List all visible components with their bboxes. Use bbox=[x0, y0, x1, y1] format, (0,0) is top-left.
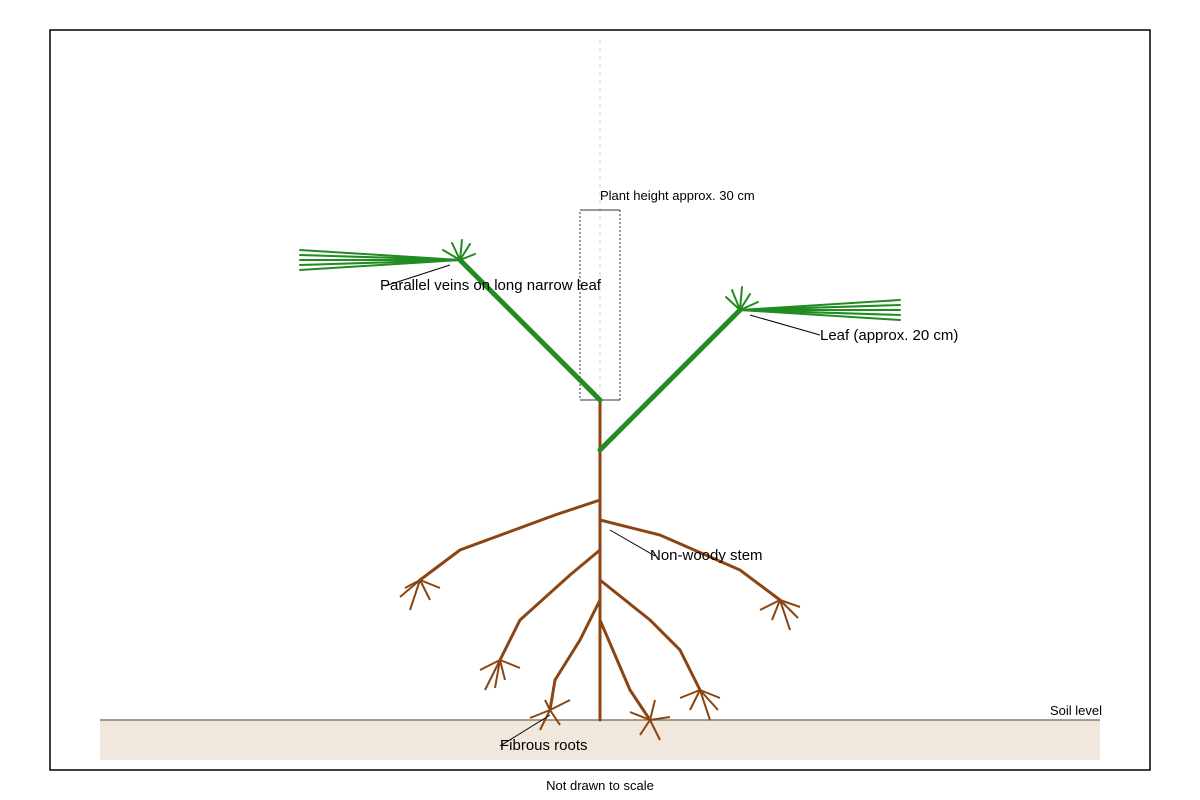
root-tip bbox=[679, 689, 721, 721]
root-tip bbox=[529, 699, 571, 731]
root-branch bbox=[548, 598, 602, 712]
leaf-stalk-left bbox=[457, 257, 603, 403]
leader-stem bbox=[609, 529, 656, 557]
leader-lines bbox=[384, 264, 821, 747]
leaf-label: Leaf (approx. 20 cm) bbox=[820, 327, 958, 344]
stem-label: Non-woody stem bbox=[650, 547, 763, 564]
root-branch bbox=[598, 578, 702, 692]
root-tip bbox=[759, 599, 801, 631]
root-branch bbox=[498, 548, 602, 662]
fibrous-roots-label: Fibrous roots bbox=[500, 737, 588, 754]
leader-roots bbox=[499, 714, 551, 747]
leader-leaf bbox=[749, 314, 821, 336]
root-branch bbox=[598, 518, 782, 602]
diagram-frame bbox=[49, 29, 1151, 771]
footnote: Not drawn to scale bbox=[546, 778, 654, 793]
plant-height-label: Plant height approx. 30 cm bbox=[600, 188, 755, 203]
leaf-stalk-right bbox=[597, 307, 743, 453]
root-branch bbox=[418, 498, 602, 582]
root-system bbox=[418, 398, 782, 722]
root-tip bbox=[399, 579, 441, 611]
root-tip bbox=[479, 659, 521, 691]
soil-level-label: Soil level bbox=[1050, 703, 1102, 718]
leaf-veins-left bbox=[299, 239, 476, 271]
root-tips bbox=[399, 579, 801, 741]
root-tip bbox=[629, 699, 671, 741]
leaf-system bbox=[299, 239, 901, 453]
leader-parallel-veins bbox=[384, 264, 451, 287]
soil-band bbox=[100, 720, 1100, 760]
leaf-veins-right bbox=[725, 286, 901, 321]
root-branch bbox=[598, 618, 652, 722]
parallel-veins-label: Parallel veins on long narrow leaf bbox=[380, 277, 602, 294]
